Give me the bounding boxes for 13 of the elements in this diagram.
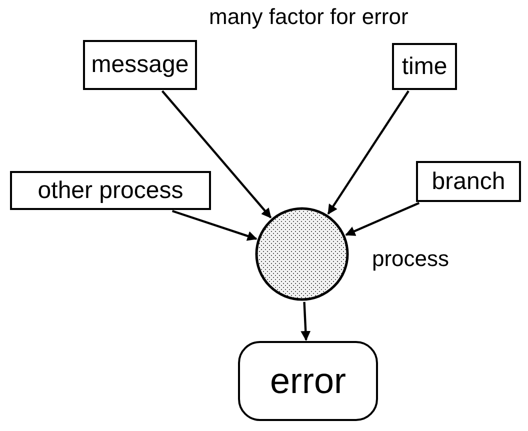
factor-box: time [392, 43, 457, 90]
arrow [161, 90, 272, 218]
factor-box: other process [10, 171, 211, 210]
arrow [327, 90, 410, 215]
factor-box: branch [416, 161, 521, 202]
result-box: error [238, 341, 378, 421]
arrow [300, 302, 311, 341]
node-caption: process [372, 246, 450, 272]
arrow [172, 210, 258, 241]
arrow [345, 202, 420, 236]
factor-box: message [83, 40, 197, 90]
process-circle [255, 207, 349, 301]
diagram-title: many factor for error [209, 4, 408, 30]
